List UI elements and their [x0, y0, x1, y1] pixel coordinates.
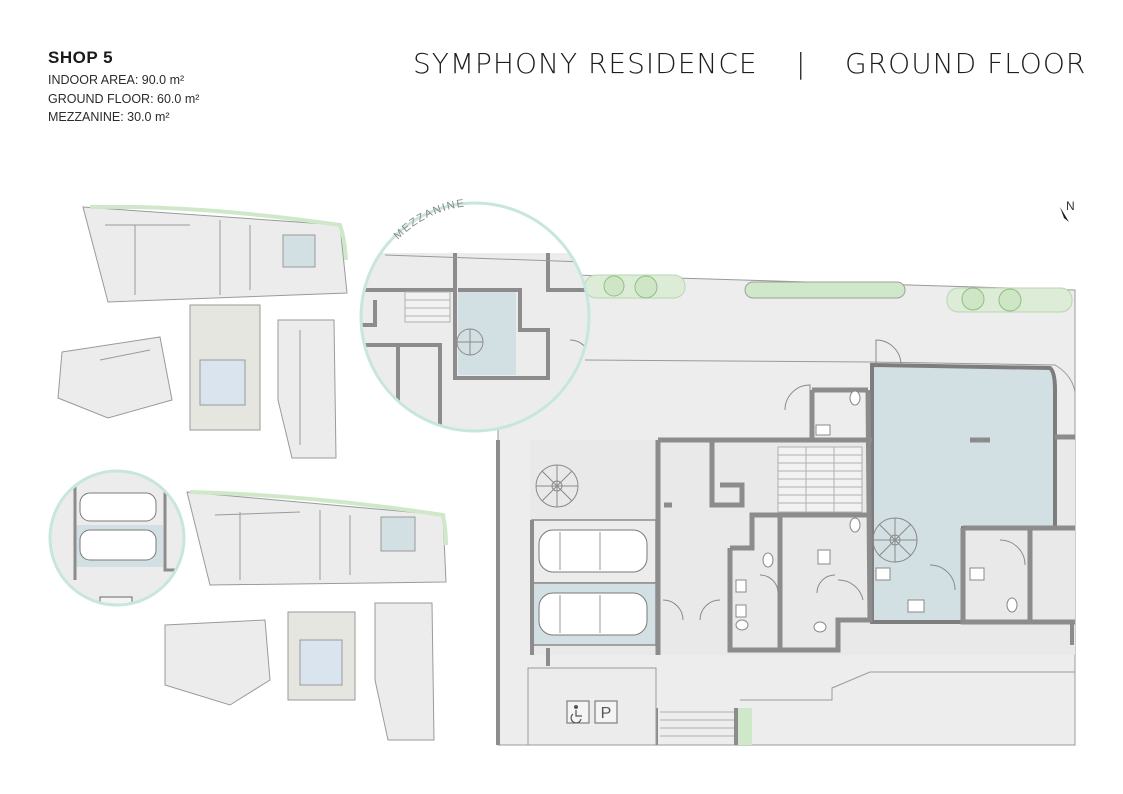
key-plan-mezzanine [57, 206, 348, 459]
north-arrow-icon [1060, 207, 1069, 222]
parking-detail [48, 469, 186, 607]
title-separator: | [796, 47, 807, 80]
project-title: SYMPHONY RESIDENCE [413, 47, 758, 80]
ground-floor-area: GROUND FLOOR: 60.0 m² [48, 91, 200, 106]
main-floor-plan: P [496, 274, 1076, 746]
indoor-area: INDOOR AREA: 90.0 m² [48, 73, 185, 87]
north-label: N [1066, 199, 1075, 213]
unit-info: SHOP 5 INDOOR AREA: 90.0 m² GROUND FLOOR… [48, 48, 199, 127]
unit-name: SHOP 5 [48, 48, 114, 67]
floor-title: GROUND FLOOR [845, 47, 1087, 80]
mezzanine-area: MEZZANINE: 30.0 m² [48, 110, 170, 124]
svg-text:P: P [601, 705, 612, 722]
key-plan-ground [164, 491, 447, 741]
mezzanine-detail: MEZZANINE [359, 197, 591, 433]
